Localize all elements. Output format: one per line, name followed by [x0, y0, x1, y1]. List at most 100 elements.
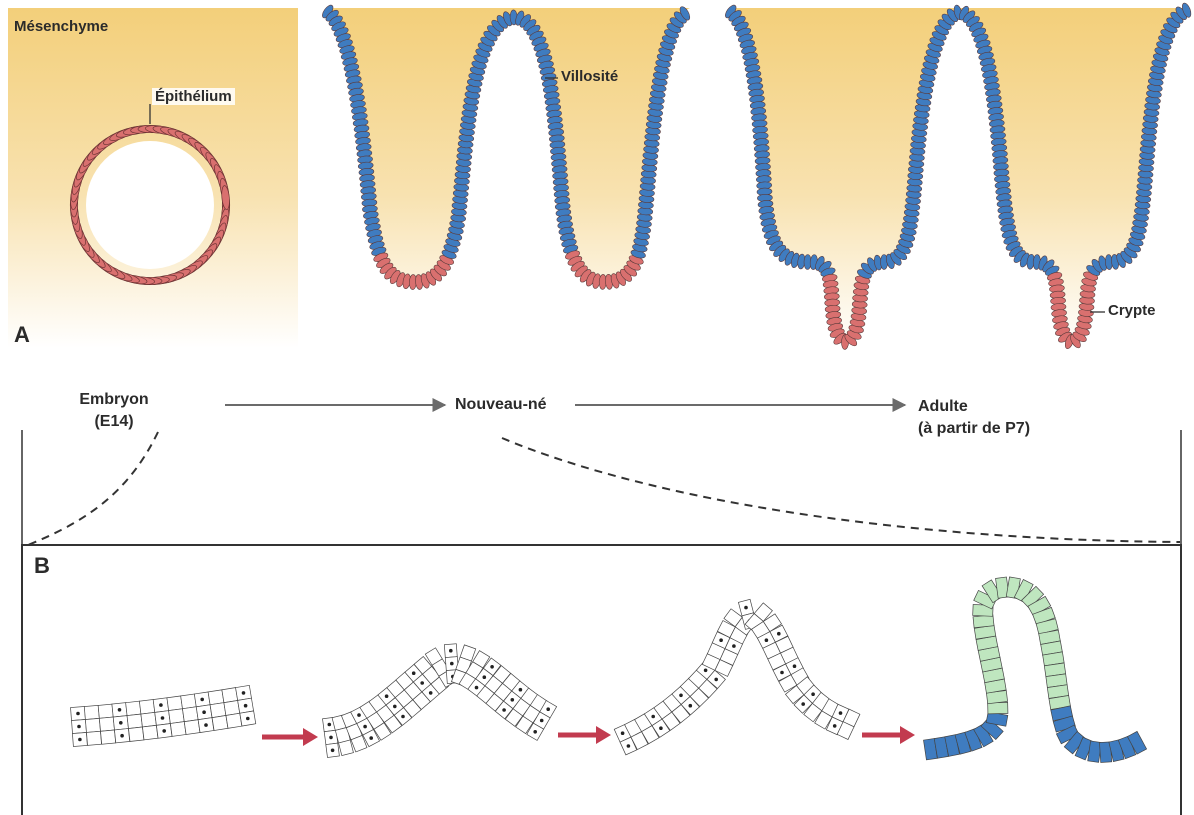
panel-a-label: A [14, 322, 30, 348]
cell-nucleus [449, 649, 453, 653]
cell-nucleus [839, 711, 843, 715]
cell-nucleus [118, 708, 122, 712]
cell-nucleus [159, 703, 163, 707]
cell-nucleus [328, 723, 332, 727]
cell-nucleus [429, 691, 433, 695]
cell-nucleus [475, 686, 479, 690]
stage-embryo-line2: (E14) [94, 412, 133, 432]
epithelium-label: Épithélium [152, 88, 235, 105]
sheet-cell [170, 722, 186, 737]
cell-nucleus [659, 726, 663, 730]
sheet-cell [84, 705, 99, 719]
sheet-cell [182, 707, 198, 722]
sheet-cell [98, 704, 113, 718]
epithelium-sheet-bending [323, 644, 557, 758]
cell-nucleus [401, 715, 405, 719]
cell-nucleus [161, 716, 165, 720]
sheet-cell [139, 700, 154, 715]
sheet-cell [141, 712, 156, 727]
cell-nucleus [77, 725, 81, 729]
epithelium-sheet-flat [71, 685, 256, 746]
cell-nucleus [833, 724, 837, 728]
sheet-cell [101, 730, 116, 744]
sheet-cell [226, 713, 242, 728]
cell-nucleus [162, 729, 166, 733]
cell-nucleus [744, 606, 748, 610]
sheet-cell [222, 688, 238, 703]
cell-nucleus [420, 681, 424, 685]
cell-nucleus [793, 664, 797, 668]
cell-nucleus [780, 671, 784, 675]
cell-nucleus [811, 692, 815, 696]
zoom-dashed-line-newborn [502, 438, 1180, 542]
cell-nucleus [385, 694, 389, 698]
cell-nucleus [533, 730, 537, 734]
stage-newborn-label: Nouveau-né [455, 396, 547, 414]
cell-nucleus [450, 662, 454, 666]
cell-nucleus [202, 710, 206, 714]
cell-nucleus [78, 738, 82, 742]
cell-nucleus [246, 717, 250, 721]
cell-nucleus [511, 698, 515, 702]
cell-nucleus [651, 715, 655, 719]
zoom-dashed-line-embryo [28, 432, 158, 545]
cell-nucleus [689, 704, 693, 708]
process-arrow-1 [262, 728, 318, 746]
sheet-cell [339, 740, 354, 756]
stage-embryo-line1: Embryon [79, 390, 148, 410]
sheet-cell [85, 718, 100, 732]
cell-nucleus [719, 638, 723, 642]
epithelium-ring [70, 125, 231, 286]
villus-formed [923, 577, 1146, 763]
sheet-cell [126, 701, 141, 715]
cell-nucleus [363, 725, 367, 729]
sheet-cell [169, 709, 185, 724]
cell-nucleus [393, 705, 397, 709]
crypt-label: Crypte [1108, 302, 1156, 319]
sheet-cell [127, 714, 142, 728]
cell-nucleus [244, 704, 248, 708]
epithelium-sheet-folding [614, 599, 860, 755]
cell-nucleus [119, 721, 123, 725]
cell-nucleus [546, 707, 550, 711]
panel-b-label: B [34, 553, 50, 579]
cell-nucleus [502, 708, 506, 712]
stage-adult-line2: (à partir de P7) [918, 420, 1030, 438]
cell-nucleus [412, 671, 416, 675]
cell-nucleus [765, 638, 769, 642]
cell-nucleus [120, 734, 124, 738]
sheet-cell [973, 615, 994, 628]
cell-nucleus [777, 632, 781, 636]
sheet-cell [129, 727, 144, 741]
sheet-cell [210, 703, 226, 718]
cell-nucleus [679, 694, 683, 698]
sheet-cell [86, 731, 101, 745]
cell-nucleus [490, 665, 494, 669]
sheet-cell [99, 717, 114, 731]
cell-nucleus [801, 702, 805, 706]
cell-nucleus [242, 691, 246, 695]
process-arrow-3 [862, 726, 915, 744]
stage-adult-line1: Adulte [918, 398, 968, 416]
sheet-cell [208, 690, 224, 705]
sheet-cell [212, 716, 228, 731]
villus-label: Villosité [561, 68, 618, 85]
sheet-cell [988, 702, 1008, 713]
process-arrow-2 [558, 726, 611, 744]
lumen-embryo [86, 141, 214, 269]
cell-nucleus [732, 644, 736, 648]
cell-nucleus [714, 678, 718, 682]
sheet-cell [181, 694, 197, 709]
cell-nucleus [369, 736, 373, 740]
cell-nucleus [204, 723, 208, 727]
cell-nucleus [331, 749, 335, 753]
cell-nucleus [357, 713, 361, 717]
cell-nucleus [200, 698, 204, 702]
sheet-cell [142, 725, 157, 740]
cell-nucleus [76, 712, 80, 716]
cell-nucleus [540, 719, 544, 723]
cell-nucleus [483, 675, 487, 679]
mesenchyme-label: Mésenchyme [14, 18, 108, 35]
sheet-cell [167, 696, 183, 711]
